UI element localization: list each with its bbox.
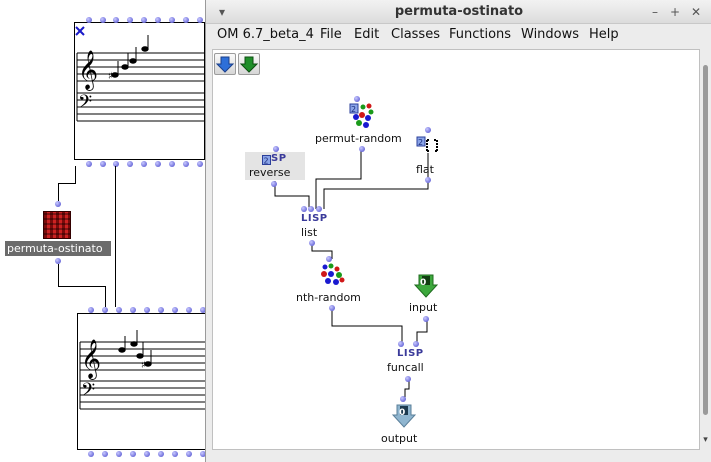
input-label: input — [409, 301, 438, 314]
menu-file[interactable]: File — [320, 27, 342, 42]
input-index: 0 — [420, 278, 427, 288]
lisp-function-icon: 2 — [262, 155, 271, 166]
patch-canvas[interactable] — [212, 49, 700, 450]
svg-text:𝄢: 𝄢 — [78, 92, 92, 117]
svg-text:♯: ♯ — [141, 360, 146, 371]
reverse-label: reverse — [249, 166, 291, 179]
permuta-ostinato-label: permuta-ostinato — [5, 241, 111, 256]
bottom-score-staff: 𝄞 𝄢 ♯ — [79, 330, 207, 410]
input-green-arrow-icon — [414, 274, 438, 298]
menu-bar: OM 6.7_beta_4 File Edit Classes Function… — [206, 24, 711, 46]
selection-cross-icon[interactable] — [75, 26, 85, 36]
svg-text:2: 2 — [418, 138, 423, 147]
flat-label: flat — [416, 163, 434, 176]
funcall-lisp-tag: LISP — [397, 348, 424, 359]
bottom-score-box[interactable]: 𝄞 𝄢 ♯ — [77, 313, 207, 450]
permut-random-label: permut-random — [315, 132, 402, 145]
window-menu-icon[interactable]: ▾ — [218, 5, 226, 19]
minimize-button[interactable]: – — [652, 5, 658, 19]
svg-text:𝄞: 𝄞 — [81, 339, 101, 380]
random-dots-icon: 2 — [349, 103, 374, 128]
blue-down-arrow-icon — [215, 56, 235, 73]
svg-text:2: 2 — [351, 105, 356, 114]
title-bar[interactable]: ▾ permuta-ostinato – + ✕ — [206, 0, 711, 24]
scroll-down-arrow-icon[interactable]: ▾ — [703, 435, 708, 445]
toolbar-blue-arrow-button[interactable] — [214, 53, 236, 75]
close-button[interactable]: ✕ — [690, 5, 702, 19]
list-label: list — [301, 226, 318, 239]
funcall-label: funcall — [387, 361, 424, 374]
patch-connections — [274, 149, 429, 399]
toolbar-green-arrow-button[interactable] — [238, 53, 260, 75]
patch-window[interactable]: ▾ permuta-ostinato – + ✕ OM 6.7_beta_4 F… — [205, 0, 711, 462]
top-score-box[interactable]: 𝄞 𝄢 ♯ — [74, 22, 206, 160]
output-label: output — [381, 432, 418, 445]
menu-om-version[interactable]: OM 6.7_beta_4 — [217, 27, 314, 42]
green-down-arrow-icon — [239, 56, 259, 73]
box-reverse[interactable]: 2 SP reverse — [245, 146, 305, 180]
nth-random-label: nth-random — [296, 291, 361, 304]
reverse-lisp-tag: SP — [271, 153, 287, 164]
nth-random-dots-icon — [321, 263, 345, 285]
output-index: 0 — [399, 408, 406, 418]
flat-brackets-icon: 2 — [416, 136, 438, 152]
svg-text:𝄢: 𝄢 — [81, 380, 95, 405]
top-score-staff: 𝄞 𝄢 ♯ — [76, 35, 206, 122]
svg-text:2: 2 — [264, 157, 269, 166]
window-title: permuta-ostinato — [394, 4, 524, 19]
list-lisp-tag: LISP — [301, 213, 328, 224]
vertical-scrollbar[interactable]: ▾ — [700, 49, 711, 450]
svg-text:𝄞: 𝄞 — [78, 50, 98, 91]
menu-classes[interactable]: Classes — [391, 27, 440, 42]
menu-windows[interactable]: Windows — [521, 27, 580, 42]
scrollbar-thumb[interactable] — [703, 65, 708, 415]
reverse-output-port[interactable] — [271, 181, 277, 187]
menu-edit[interactable]: Edit — [354, 27, 380, 42]
maximize-button[interactable]: + — [669, 5, 681, 19]
output-blue-arrow-icon — [392, 404, 416, 428]
svg-text:♯: ♯ — [108, 71, 113, 82]
ostinato-patch-icon[interactable] — [43, 211, 71, 239]
menu-functions[interactable]: Functions — [449, 27, 512, 42]
menu-help[interactable]: Help — [589, 27, 619, 42]
